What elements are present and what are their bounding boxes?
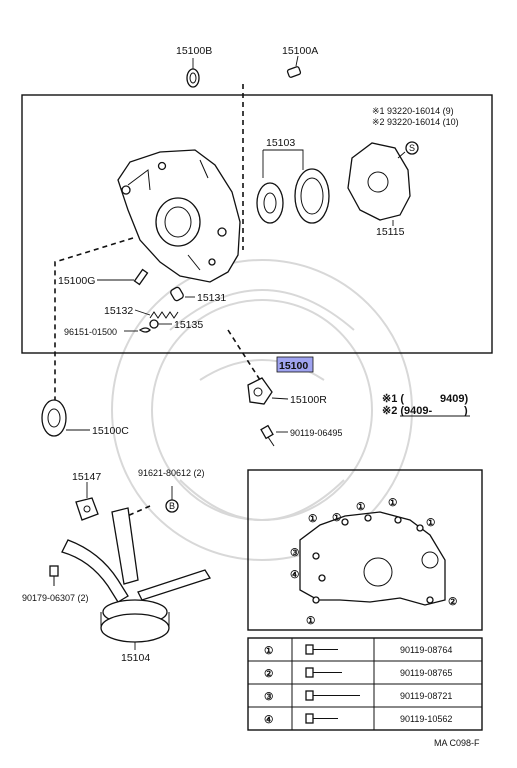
inset-callout-1c: ① [388,497,398,509]
inset-callout-1a: ① [332,512,342,524]
pump-cover-15115 [347,142,411,221]
label-91621-80612: 91621-80612 (2) [138,468,205,478]
table-num-3: ③ [264,691,274,703]
inset-callout-3: ③ [290,547,300,559]
gasket-note-line2: ※2 93220-16014 (10) [372,117,459,127]
range-note-2-mark: ※2 (9409- [382,405,433,417]
label-90179-06307: 90179-06307 (2) [22,593,89,603]
table-num-4: ④ [264,714,274,726]
relief-valve-parts [133,268,184,333]
label-96151-01500: 96151-01500 [64,327,117,337]
s-marker-circle [405,141,419,155]
label-15104: 15104 [121,652,150,664]
assembly-frame [21,94,493,354]
range-note-1-end: 9409) [440,393,468,405]
inset-detail-box [247,469,483,631]
inset-callout-2: ② [448,596,458,608]
bolt-glyph-4 [305,713,338,724]
table-part-4: 90119-10562 [400,714,452,724]
table-part-1: 90119-08764 [400,645,452,655]
inset-callout-1b: ① [356,501,366,513]
label-15132: 15132 [104,305,133,317]
gasket-15147 [75,497,99,521]
label-15100B: 15100B [176,45,212,57]
bolt-90119-06495 [260,424,275,447]
table-part-2: 90119-08765 [400,668,452,678]
label-15147: 15147 [72,471,101,483]
inset-callout-4: ④ [290,569,300,581]
table-num-2: ② [264,668,274,680]
s-marker: S [409,143,415,153]
b-marker: B [169,501,175,511]
label-15135: 15135 [174,319,203,331]
inset-callout-1d: ① [426,517,436,529]
oil-seal-15100C [41,399,67,437]
rotor-set-15103 [256,168,330,224]
label-15100: 15100 [279,360,308,372]
inset-cover-outline [299,511,446,606]
bolt-glyph-2 [305,667,342,678]
range-note-1-mark: ※1 ( [382,393,404,405]
table-num-1: ① [264,645,274,657]
label-15100G: 15100G [58,275,95,287]
assembly-number-highlight [276,356,314,373]
relief-housing-15100R [247,377,273,405]
pin-15100A [286,66,302,78]
label-15103: 15103 [266,137,295,149]
label-15115: 15115 [376,226,405,238]
label-15131: 15131 [197,292,226,304]
footer-code: MA C098-F [434,738,480,748]
bolt-table [247,637,483,731]
oil-strainer-15104 [61,507,211,643]
bolt-glyph-3 [305,690,360,701]
label-15100C: 15100C [92,425,129,437]
range-note-2-end: ) [464,405,468,417]
oil-pump-body [117,149,241,283]
label-15100A: 15100A [282,45,318,57]
inset-callout-1e: ① [308,513,318,525]
gasket-note-line1: ※1 93220-16014 (9) [372,106,454,116]
table-part-3: 90119-08721 [400,691,452,701]
bolt-90179-06307 [49,565,59,586]
oil-seal-15100B [186,68,200,88]
label-15100R: 15100R [290,394,327,406]
inset-callout-1f: ① [306,615,316,627]
label-90119-06495: 90119-06495 [290,428,342,438]
bolt-glyph-1 [305,644,338,655]
